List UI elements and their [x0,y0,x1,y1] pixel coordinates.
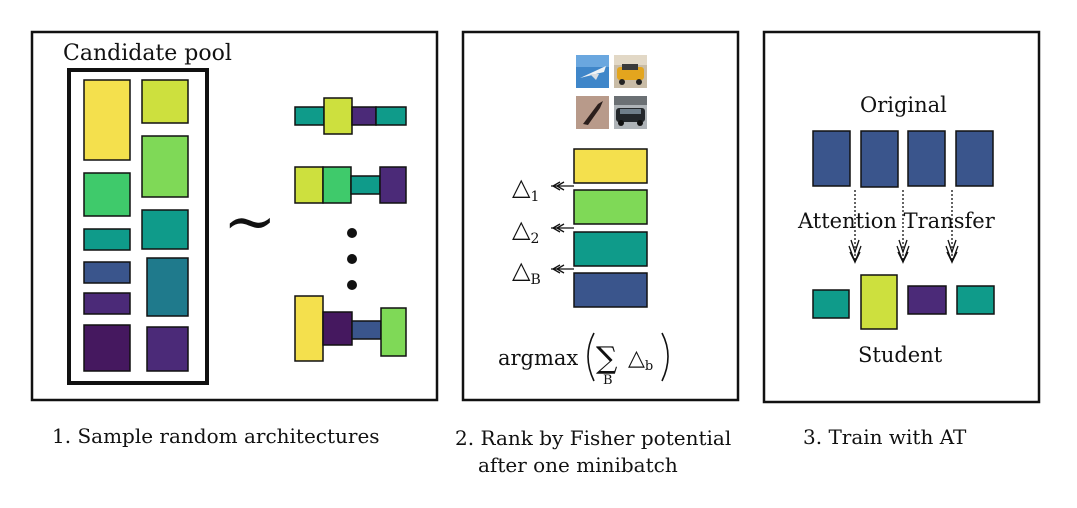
student-network [812,274,995,330]
arch-block [375,106,407,126]
teacher-network [812,130,994,188]
panel-train-frame [762,30,1041,404]
arch-block [322,311,353,346]
candidate-pool-box [67,68,209,385]
ellipsis-dots [347,228,357,290]
arch-block [351,106,377,126]
arch-block [294,295,324,362]
student-block [956,285,995,315]
arch-block [351,320,382,340]
sampled-architecture-3 [294,295,407,362]
pool-block [146,257,189,317]
stack-block [573,231,648,267]
minibatch-thumbnails [576,55,647,129]
pool-block [83,79,131,161]
teacher-block [860,130,899,188]
pool-block [146,326,189,372]
delta-arrows [551,181,574,274]
stack-block [573,148,648,184]
pool-block [83,292,131,315]
student-block [860,274,898,330]
formula-sum-sub: B [603,373,613,388]
caption-sample: 1. Sample random architectures [52,424,380,448]
candidate-pool-title: Candidate pool [63,41,232,66]
tilde-symbol: ~ [223,185,277,259]
dot [347,280,357,290]
formula-delta: △b [628,346,653,374]
panel-rank-frame [461,30,740,402]
formula-argmax: argmax [498,346,578,370]
stack-block [573,189,648,225]
bird-thumbnail [576,96,609,129]
arch-block [350,175,381,195]
panel-sample-frame [30,30,439,402]
dot [347,254,357,264]
pool-block [83,172,131,217]
student-label: Student [858,343,943,367]
delta-2-label: △2 [512,215,539,247]
pool-block [141,79,189,124]
teacher-block [812,130,851,187]
caption-rank-line1: 2. Rank by Fisher potential [455,426,731,450]
student-block [907,285,947,315]
pool-block [83,228,131,251]
argmax-formula: argmax ∑ B △b [498,332,669,388]
stack-block [573,272,648,308]
pool-block [141,209,189,250]
pool-block [141,135,189,198]
dot [347,228,357,238]
caption-rank-line2: after one minibatch [478,453,678,477]
arch-block [294,106,325,126]
student-block [812,289,850,319]
arch-block [323,97,353,135]
ranked-stack [573,148,648,308]
sampled-architecture-1 [294,97,407,135]
candidate-pool-blocks [83,79,189,372]
formula-right-paren [661,332,669,382]
original-label: Original [860,93,947,117]
delta-1-label: △1 [512,173,539,205]
car-thumbnail [614,55,647,88]
teacher-block [907,130,946,187]
arch-block [380,307,407,357]
pool-block [83,324,131,372]
airplane-thumbnail [576,55,609,88]
attention-transfer-label: Attention Transfer [797,209,996,233]
arch-block [294,166,324,204]
car-thumbnail [614,96,647,129]
formula-sum: ∑ [596,341,618,376]
sampled-architecture-2 [294,166,407,204]
attention-transfer-arrows [848,190,959,264]
formula-left-paren [587,332,595,382]
delta-b-label: △B [512,256,541,288]
arch-block [379,166,407,204]
arch-block [322,166,352,204]
pool-block [83,261,131,284]
teacher-block [955,130,994,187]
caption-train: 3. Train with AT [803,425,967,449]
